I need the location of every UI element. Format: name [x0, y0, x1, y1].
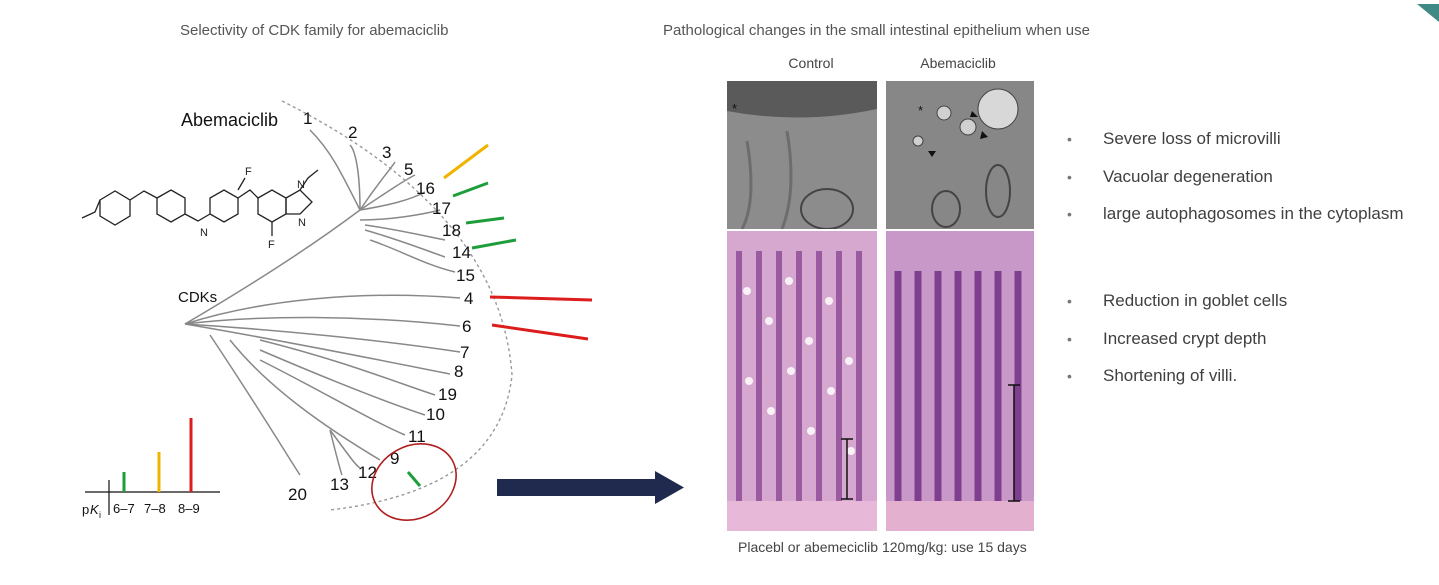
leaf-label: 7 — [460, 343, 469, 362]
leaf-label: 11 — [408, 427, 426, 446]
svg-text:F: F — [268, 239, 275, 251]
leaf-label: 19 — [438, 385, 457, 404]
list-item: •Shortening of villi. — [1067, 366, 1238, 385]
cdk-dendrogram: 1 2 3 5 16 17 18 14 15 4 6 7 8 19 10 11 … — [81, 100, 593, 521]
micrograph-control-he — [727, 231, 877, 531]
leaf-label: 12 — [358, 463, 377, 482]
legend-axis-p: p — [82, 502, 89, 517]
bullet-list-he-findings: •Reduction in goblet cells •Increased cr… — [1066, 290, 1287, 403]
right-arrow-icon — [497, 471, 684, 504]
micrograph-abemaciclib-em: * — [886, 81, 1034, 229]
svg-text:N: N — [297, 179, 305, 191]
leaf-label: 4 — [464, 289, 473, 308]
list-item: •Severe loss of microvilli — [1067, 129, 1281, 148]
leaf-label: 14 — [452, 243, 471, 262]
leaf-label: 16 — [416, 179, 435, 198]
leaf-label: 1 — [303, 109, 312, 128]
selectivity-mark-16 — [452, 181, 489, 198]
selectivity-mark-6 — [491, 323, 589, 341]
tree-leaf-labels: 1 2 3 5 16 17 18 14 15 4 6 7 8 19 10 11 … — [288, 109, 475, 504]
root-label: CDKs — [178, 289, 217, 306]
svg-text:*: * — [918, 103, 923, 118]
leaf-label: 15 — [456, 266, 475, 285]
list-item: •Reduction in goblet cells — [1067, 291, 1288, 310]
leaf-label: 2 — [348, 123, 357, 142]
svg-text:*: * — [732, 101, 737, 116]
list-item: •Increased crypt depth — [1067, 328, 1267, 348]
leaf-label: 18 — [442, 221, 461, 240]
leaf-label: 13 — [330, 475, 349, 494]
leaf-label: 20 — [288, 485, 307, 504]
legend-axis-k: K — [90, 502, 100, 517]
tree-dashed-arc — [281, 100, 513, 511]
bullet-list-em-findings: •Severe loss of microvilli •Vacuolar deg… — [1066, 128, 1404, 241]
highlight-ellipse — [371, 443, 457, 521]
leaf-label: 3 — [382, 143, 391, 162]
selectivity-mark-4 — [489, 295, 593, 302]
column-label-control: Control — [788, 55, 834, 71]
legend-range-high: 8–9 — [178, 501, 200, 516]
left-title: Selectivity of CDK family for abemacicli… — [180, 22, 449, 39]
leaf-label: 10 — [426, 405, 445, 424]
selectivity-mark-5 — [443, 143, 489, 180]
selectivity-mark-9 — [406, 471, 422, 487]
micrograph-abemaciclib-he — [886, 231, 1034, 531]
list-item: •large autophagosomes in the cytoplasm — [1067, 204, 1404, 223]
legend-axis-sub: i — [99, 510, 101, 520]
leaf-label: 5 — [404, 160, 413, 179]
drug-label: Abemaciclib — [181, 110, 278, 130]
micrograph-control-em: * — [727, 81, 877, 229]
svg-text:N: N — [200, 227, 208, 239]
molecule-atoms: N F F N N — [200, 166, 306, 251]
right-title: Pathological changes in the small intest… — [663, 22, 1090, 39]
molecule-structure — [81, 169, 319, 236]
list-item: •Vacuolar degeneration — [1067, 166, 1273, 186]
leaf-label: 17 — [432, 199, 451, 218]
leaf-label: 9 — [390, 449, 399, 468]
corner-triangle-icon — [1417, 4, 1439, 22]
column-label-abemaciclib: Abemaciclib — [920, 55, 996, 71]
tree-branches — [184, 129, 461, 476]
legend-range-low: 6–7 — [113, 501, 135, 516]
selectivity-mark-18 — [471, 238, 517, 250]
svg-text:F: F — [245, 166, 252, 178]
pki-legend: p K i 6–7 7–8 8–9 — [82, 418, 220, 520]
svg-text:N: N — [298, 217, 306, 229]
selectivity-mark-17 — [465, 216, 505, 225]
leaf-label: 8 — [454, 362, 463, 381]
leaf-label: 6 — [462, 317, 471, 336]
figure-caption: Placebl or abemeciclib 120mg/kg: use 15 … — [738, 539, 1027, 555]
legend-range-mid: 7–8 — [144, 501, 166, 516]
